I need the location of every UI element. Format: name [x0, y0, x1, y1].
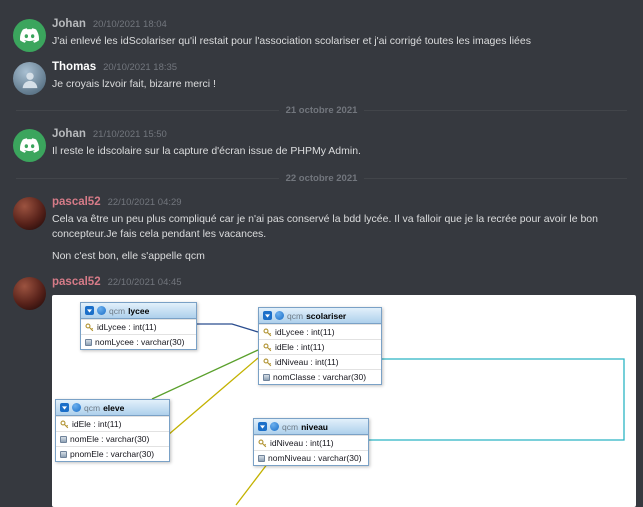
- message-text: Je croyais lzvoir fait, bizarre merci !: [52, 78, 216, 91]
- db-table-eleve: qcm eleve idEle : int(11) nomEle : varch…: [55, 399, 170, 463]
- date-divider: 22 octobre 2021: [16, 172, 628, 184]
- avatar[interactable]: [13, 62, 46, 96]
- message-timestamp: 20/10/2021 18:35: [103, 62, 178, 74]
- divider-line: [16, 110, 279, 112]
- column-label: nomNiveau : varchar(30): [268, 453, 362, 464]
- message-text: Non c'est bon, elle s'appelle qcm: [52, 250, 205, 263]
- discord-clyde-icon: [20, 138, 39, 154]
- message: pascal52 22/10/2021 04:45 qcm lycee: [0, 275, 643, 507]
- divider-date-label: 21 octobre 2021: [285, 105, 358, 117]
- column-icon: [258, 454, 265, 462]
- db-table-header: qcm lycee: [81, 303, 196, 320]
- primary-key-icon: [263, 358, 272, 367]
- column-label: idEle : int(11): [72, 419, 122, 430]
- message: pascal52 22/10/2021 04:29 Cela va être u…: [0, 195, 643, 265]
- message-timestamp: 21/10/2021 15:50: [92, 129, 167, 141]
- message-header: Johan 20/10/2021 18:04: [52, 17, 635, 32]
- column-label: idNiveau : int(11): [275, 357, 339, 368]
- database-name: qcm: [109, 305, 126, 316]
- message-timestamp: 22/10/2021 04:45: [107, 277, 182, 289]
- table-column: idLycee : int(11): [259, 324, 381, 339]
- table-options-icon: [270, 422, 279, 432]
- column-label: nomEle : varchar(30): [70, 434, 150, 445]
- avatar[interactable]: [13, 277, 46, 311]
- message-header: pascal52 22/10/2021 04:29: [52, 195, 635, 210]
- table-column: idLycee : int(11): [81, 319, 196, 334]
- column-label: idNiveau : int(11): [270, 438, 334, 449]
- table-collapse-icon: [258, 422, 267, 432]
- column-label: idEle : int(11): [275, 342, 325, 353]
- date-divider: 21 octobre 2021: [16, 105, 628, 117]
- column-label: idLycee : int(11): [275, 327, 335, 338]
- primary-key-icon: [263, 343, 272, 352]
- message-text: Il reste le idscolaire sur la capture d'…: [52, 145, 361, 158]
- divider-line: [364, 177, 628, 179]
- message-author[interactable]: pascal52: [52, 276, 101, 289]
- primary-key-icon: [263, 328, 272, 337]
- message-header: pascal52 22/10/2021 04:45: [52, 275, 635, 290]
- db-table-header: qcm niveau: [254, 419, 368, 436]
- column-icon: [60, 450, 67, 458]
- table-collapse-icon: [263, 311, 272, 321]
- table-options-icon: [72, 403, 81, 413]
- primary-key-icon: [258, 439, 267, 448]
- db-table-header: qcm eleve: [56, 400, 169, 417]
- message: Thomas 20/10/2021 18:35 Je croyais lzvoi…: [0, 60, 643, 96]
- table-options-icon: [275, 311, 284, 321]
- database-name: qcm: [287, 310, 304, 321]
- column-icon: [85, 338, 92, 346]
- column-label: nomClasse : varchar(30): [273, 372, 367, 383]
- db-table-scolariser: qcm scolariser idLycee : int(11) idEle :…: [258, 307, 382, 386]
- table-name: eleve: [103, 402, 125, 413]
- message-author[interactable]: pascal52: [52, 195, 101, 208]
- column-icon: [263, 373, 270, 381]
- column-label: nomLycee : varchar(30): [95, 337, 185, 348]
- message-text: Cela va être un peu plus compliqué car j…: [52, 212, 598, 240]
- table-column: idNiveau : int(11): [254, 435, 368, 450]
- message-author[interactable]: Thomas: [52, 61, 97, 74]
- message-header: Thomas 20/10/2021 18:35: [52, 60, 635, 75]
- message-author[interactable]: Johan: [52, 18, 86, 30]
- primary-key-icon: [60, 420, 69, 429]
- table-column: nomEle : varchar(30): [56, 431, 169, 446]
- table-column: idNiveau : int(11): [259, 354, 381, 369]
- table-name: niveau: [301, 421, 328, 432]
- table-options-icon: [97, 306, 106, 316]
- column-label: idLycee : int(11): [97, 322, 157, 333]
- message-timestamp: 20/10/2021 18:04: [92, 19, 167, 30]
- table-column: pnomEle : varchar(30): [56, 446, 169, 461]
- table-column: nomClasse : varchar(30): [259, 369, 381, 384]
- column-label: pnomEle : varchar(30): [70, 449, 155, 460]
- column-icon: [60, 435, 67, 443]
- table-column: idEle : int(11): [259, 339, 381, 354]
- table-column: idEle : int(11): [56, 416, 169, 431]
- database-name: qcm: [282, 421, 299, 432]
- avatar[interactable]: [13, 196, 46, 230]
- message: Johan 21/10/2021 15:50 Il reste le idsco…: [0, 127, 643, 163]
- table-name: scolariser: [306, 310, 347, 321]
- divider-line: [16, 177, 279, 179]
- divider-date-label: 22 octobre 2021: [285, 172, 358, 184]
- person-silhouette-icon: [22, 72, 37, 88]
- message-header: Johan 21/10/2021 15:50: [52, 127, 635, 142]
- db-table-lycee: qcm lycee idLycee : int(11) nomLycee : v…: [80, 302, 197, 351]
- message-author[interactable]: Johan: [52, 128, 86, 141]
- message-timestamp: 22/10/2021 04:29: [107, 196, 182, 208]
- db-table-header: qcm scolariser: [259, 308, 381, 325]
- avatar[interactable]: [13, 19, 46, 52]
- table-column: nomLycee : varchar(30): [81, 334, 196, 349]
- db-table-niveau: qcm niveau idNiveau : int(11) nomNiveau …: [253, 418, 369, 467]
- database-name: qcm: [84, 402, 101, 413]
- message-text: J'ai enlevé les idScolariser qu'il resta…: [52, 35, 531, 47]
- discord-clyde-icon: [20, 28, 39, 43]
- schema-image-attachment[interactable]: qcm lycee idLycee : int(11) nomLycee : v…: [52, 295, 636, 507]
- table-name: lycee: [128, 305, 150, 316]
- avatar[interactable]: [13, 129, 46, 163]
- table-collapse-icon: [85, 306, 94, 316]
- primary-key-icon: [85, 323, 94, 332]
- message: Johan 20/10/2021 18:04 J'ai enlevé les i…: [0, 17, 643, 52]
- divider-line: [364, 110, 628, 112]
- table-column: nomNiveau : varchar(30): [254, 450, 368, 465]
- table-collapse-icon: [60, 403, 69, 413]
